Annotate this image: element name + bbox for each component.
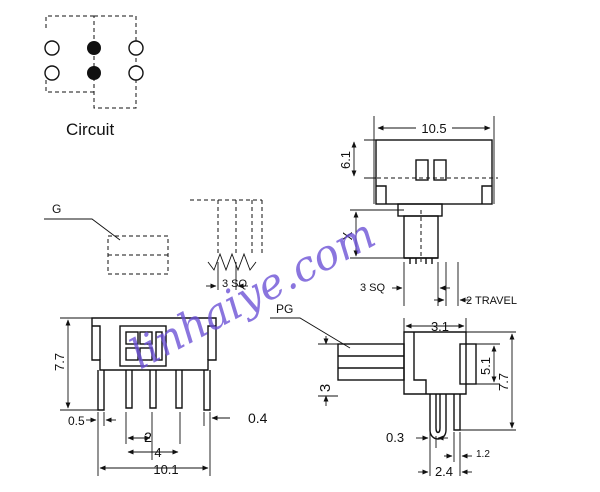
label-3sq-top: 3 SQ (222, 278, 248, 290)
side-clip (459, 343, 477, 385)
side-view: PG 3.1 3 5.1 7.7 0.3 1.2 2.4 (270, 302, 516, 479)
dim-pitch-0-5: 0.5 (68, 414, 85, 428)
circuit-pin-common (87, 66, 101, 80)
side-terminal-inner (435, 394, 441, 434)
side-body (403, 331, 467, 395)
circuit-pin-open (44, 65, 60, 81)
dim-pitch-4: 4 (154, 445, 161, 460)
slot-right (433, 159, 447, 181)
dim-side-1-2: 1.2 (476, 449, 490, 460)
terminal-pins (125, 370, 183, 409)
dim-ext-3-1 (403, 318, 467, 332)
circuit-dashed-frame (93, 15, 137, 109)
dim-side-3: 3 (317, 384, 334, 392)
dim-height-6-1: 6.1 (338, 151, 353, 169)
dim-ext-3sq-right (403, 262, 439, 306)
front-body (91, 317, 217, 371)
mounting-legs (97, 370, 211, 411)
actuator-ribs (404, 257, 438, 264)
front-window (119, 325, 167, 367)
dim-ext-10-5 (373, 116, 495, 204)
leader-g (44, 218, 121, 241)
slot-left (415, 159, 429, 181)
actuator-hidden-lines (190, 199, 263, 256)
contact-square (125, 347, 139, 361)
dim-ext-6-1 (364, 139, 376, 179)
contact-square (139, 331, 153, 345)
leader-pg (270, 317, 351, 349)
dim-ext-right (460, 331, 516, 431)
label-travel: 2 TRAVEL (466, 295, 517, 307)
side-body-step (413, 332, 427, 394)
dim-side-0-3: 0.3 (386, 430, 404, 445)
break-line (207, 252, 257, 272)
actuator-flange (397, 203, 443, 217)
circuit-pin-common (87, 41, 101, 55)
actuator (403, 215, 439, 259)
dim-ext-3sq-top (217, 262, 237, 290)
label-3sq-right: 3 SQ (360, 282, 386, 294)
label-pg: PG (276, 302, 293, 316)
dim-side-2-4: 2.4 (435, 464, 453, 479)
body-feet (376, 185, 492, 204)
contact-bar (155, 331, 163, 361)
dim-ext-bottom (429, 432, 461, 476)
label-g: G (52, 202, 61, 216)
circuit-diagram: Circuit (44, 15, 144, 139)
dim-pitch-2: 2 (144, 429, 152, 445)
dim-width-10-1: 10.1 (153, 462, 178, 477)
front-side-rails (92, 325, 216, 360)
circuit-pin-open (128, 40, 144, 56)
middle-side-view: G 3 SQ (44, 199, 263, 290)
dim-ext-travel (445, 262, 459, 306)
dim-ext-front (97, 412, 211, 476)
circuit-pin-open (128, 65, 144, 81)
circuit-pin-open (44, 40, 60, 56)
dim-side-3-1: 3.1 (431, 319, 449, 334)
dim-height-7-7-left: 7.7 (52, 353, 67, 371)
dim-side-5-1: 5.1 (478, 357, 493, 375)
dim-side-7-7: 7.7 (496, 373, 511, 391)
dim-ext-7-7-left (60, 317, 98, 411)
contact-square (139, 347, 153, 361)
contact-square (125, 331, 139, 345)
dim-width-10-5: 10.5 (421, 121, 446, 136)
dim-pin-0-4: 0.4 (248, 410, 268, 426)
dim-ext-x (350, 209, 404, 259)
side-actuator (337, 343, 405, 381)
front-view: 7.7 0.5 2 4 10.1 0.4 (52, 317, 268, 477)
label-x: X (340, 231, 355, 240)
side-leg (453, 394, 461, 431)
watermark-text: linhaiye.com (122, 209, 383, 379)
circuit-dashed-leads (45, 15, 94, 93)
top-view: 10.5 6.1 X 3 SQ 2 TRAVEL (338, 116, 517, 307)
circuit-label: Circuit (66, 120, 114, 139)
